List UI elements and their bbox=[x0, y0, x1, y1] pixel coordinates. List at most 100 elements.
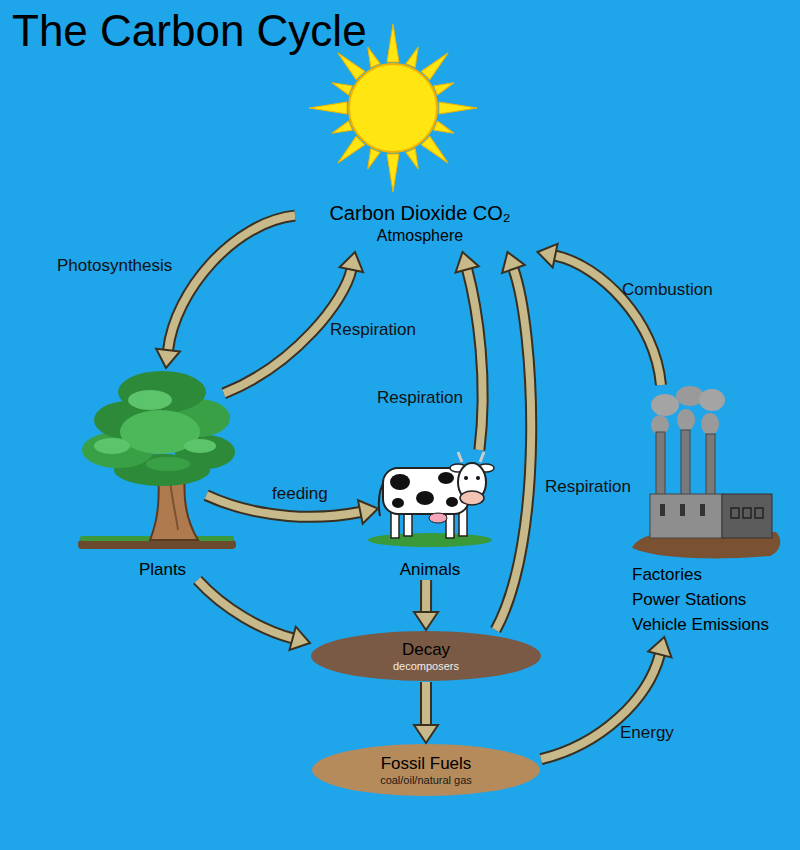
sun-ray bbox=[330, 78, 352, 95]
sun-ray bbox=[309, 102, 347, 114]
tree-leaves bbox=[184, 439, 216, 453]
arrow-head bbox=[289, 627, 310, 650]
cow-udder bbox=[429, 513, 447, 523]
edge-label: Photosynthesis bbox=[57, 256, 172, 276]
chimney bbox=[681, 430, 690, 496]
sun-ray bbox=[387, 154, 399, 192]
sun-ray bbox=[406, 45, 423, 67]
cow-spot bbox=[416, 491, 434, 505]
node-label: Animals bbox=[400, 560, 460, 580]
factory-window bbox=[731, 508, 739, 518]
factory-window bbox=[755, 508, 763, 518]
smoke bbox=[651, 394, 679, 416]
cow-spot bbox=[390, 474, 410, 490]
cycle-arrow bbox=[456, 252, 483, 450]
arrow-head bbox=[156, 349, 180, 368]
arrow-outline bbox=[541, 654, 660, 759]
cycle-arrow bbox=[156, 216, 295, 368]
factory-window bbox=[680, 504, 685, 516]
arrow-outline bbox=[555, 256, 661, 385]
factory bbox=[632, 386, 780, 558]
cow-eye bbox=[464, 476, 468, 480]
smoke bbox=[677, 409, 695, 431]
cow-muzzle bbox=[460, 491, 484, 505]
ellipse-shape bbox=[312, 744, 540, 796]
tree-leaves bbox=[118, 371, 206, 413]
cycle-arrow bbox=[414, 682, 438, 743]
sun-ray bbox=[439, 102, 477, 114]
arrow-shaft bbox=[422, 580, 430, 612]
edge-label: Combustion bbox=[622, 280, 713, 300]
cow-spot bbox=[446, 497, 458, 507]
sun-ray bbox=[330, 121, 352, 138]
cycle-arrow bbox=[198, 580, 311, 650]
arrow-head bbox=[502, 252, 525, 273]
edge-label: feeding bbox=[272, 484, 328, 504]
edge-label: Respiration bbox=[545, 477, 631, 497]
cow-spot bbox=[438, 472, 454, 484]
node-label: Fossil Fuels bbox=[381, 754, 472, 774]
node-label: Factories bbox=[632, 562, 702, 587]
node-content: Carbon Dioxide CO₂Atmosphere bbox=[295, 200, 545, 252]
cycle-arrow bbox=[414, 580, 438, 630]
tree-leaves bbox=[94, 438, 130, 454]
cow-eye bbox=[476, 476, 480, 480]
arrow-head bbox=[340, 252, 363, 272]
grass-patch bbox=[368, 533, 492, 547]
sun-disc bbox=[349, 64, 437, 152]
arrow-outline bbox=[420, 682, 432, 725]
arrow-shaft bbox=[422, 682, 430, 725]
factory-window bbox=[660, 504, 665, 516]
chimney bbox=[656, 432, 665, 496]
node-sublabel: coal/oil/natural gas bbox=[380, 774, 472, 787]
node-sublabel: Vehicle Emissions bbox=[632, 612, 769, 637]
node-content: FactoriesPower StationsVehicle Emissions bbox=[628, 385, 793, 637]
cow-horns bbox=[458, 452, 484, 462]
arrow-head bbox=[456, 252, 479, 272]
tree bbox=[78, 371, 236, 549]
node-content: Plants bbox=[75, 368, 250, 580]
cow-body bbox=[383, 468, 469, 514]
tree-leaves bbox=[146, 457, 190, 471]
sun-ray bbox=[387, 24, 399, 62]
chimney bbox=[706, 434, 715, 496]
atmosphere-node: Carbon Dioxide CO₂Atmosphere bbox=[295, 200, 545, 252]
ellipse-shape bbox=[311, 631, 541, 681]
fossil-fuels-ellipse: Fossil Fuelscoal/oil/natural gas bbox=[311, 743, 541, 797]
arrow-head bbox=[538, 244, 558, 267]
arrow-outline bbox=[420, 580, 432, 612]
arrow-shaft bbox=[555, 256, 661, 385]
cycle-arrow bbox=[496, 252, 532, 630]
node-label: Plants bbox=[139, 560, 186, 580]
node-sublabel: decomposers bbox=[393, 660, 459, 673]
arrow-outline bbox=[168, 216, 295, 351]
arrow-head bbox=[358, 500, 378, 524]
node-content: Fossil Fuelscoal/oil/natural gas bbox=[311, 743, 541, 797]
arrow-outline bbox=[496, 269, 532, 630]
arrow-shaft bbox=[467, 269, 483, 450]
factory-window bbox=[743, 508, 751, 518]
edge-label: Respiration bbox=[330, 320, 416, 340]
sun-ray bbox=[421, 49, 452, 80]
ground-soil bbox=[78, 540, 236, 549]
arrow-shaft bbox=[496, 269, 532, 630]
node-label: Decay bbox=[402, 640, 450, 660]
cow-spot bbox=[392, 498, 404, 508]
node-sublabel: Power Stations bbox=[632, 587, 746, 612]
arrow-shaft bbox=[168, 216, 295, 351]
node-content: Animals bbox=[365, 450, 495, 580]
arrow-head bbox=[648, 637, 671, 657]
arrow-outline bbox=[198, 580, 293, 638]
factory-window bbox=[700, 504, 705, 516]
sun-ray bbox=[363, 149, 380, 171]
arrow-head bbox=[414, 725, 438, 743]
node-label: Carbon Dioxide CO₂ bbox=[329, 200, 510, 226]
cycle-arrow bbox=[538, 244, 662, 385]
tree-leaves bbox=[128, 390, 172, 410]
sun-ray bbox=[434, 121, 456, 138]
smoke bbox=[699, 389, 725, 411]
